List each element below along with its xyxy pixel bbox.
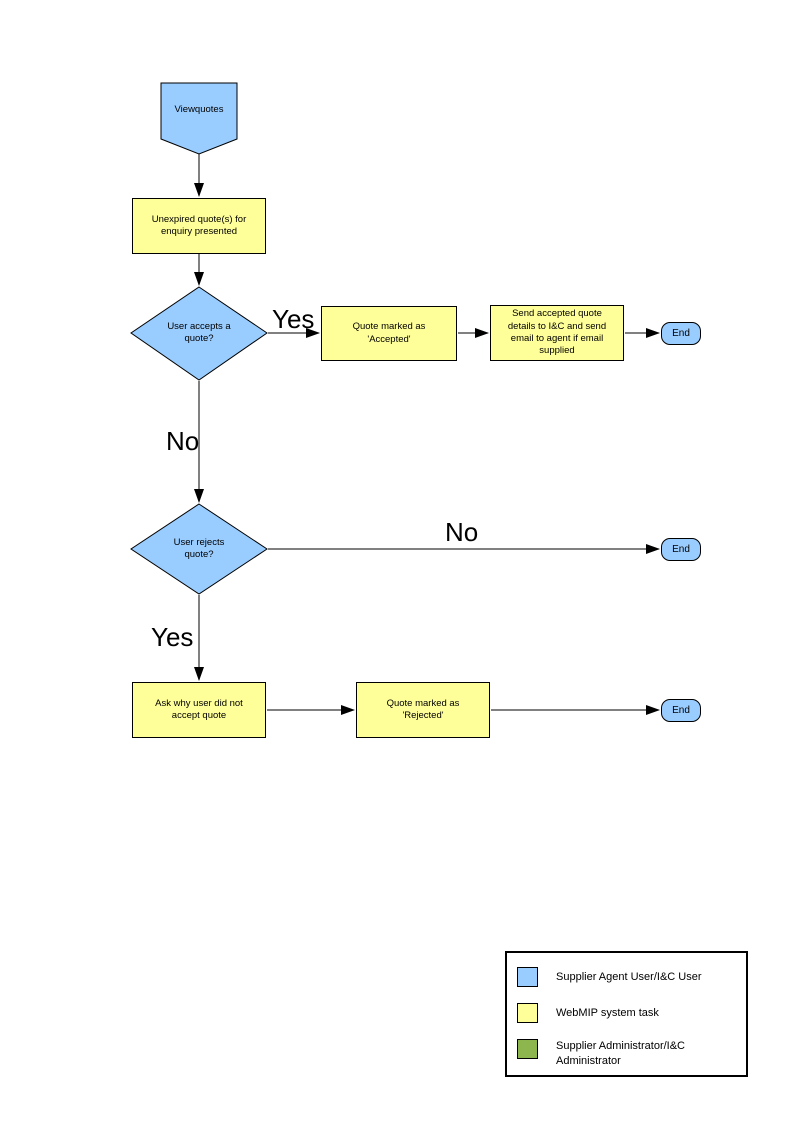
end-terminator-no-reject: End — [661, 538, 701, 561]
legend-box: Supplier Agent User/I&C User WebMIP syst… — [505, 951, 748, 1077]
legend-swatch-yellow — [517, 1003, 538, 1023]
legend-label: Supplier Administrator/I&C Administrator — [556, 1040, 685, 1067]
legend-label: Supplier Agent User/I&C User — [556, 970, 702, 983]
marked-accepted-task: Quote marked as 'Accepted' — [321, 306, 457, 361]
edge-label-reject-no: No — [445, 517, 479, 547]
marked-rejected-task: Quote marked as 'Rejected' — [356, 682, 490, 738]
legend-swatch-green — [517, 1039, 538, 1059]
edge-label-reject-yes: Yes — [151, 622, 194, 652]
legend-label: WebMIP system task — [556, 1006, 659, 1019]
legend-swatch-blue — [517, 967, 538, 987]
accept-decision-diamond-shape — [130, 286, 268, 381]
reject-decision-label: User rejects quote? — [173, 536, 225, 560]
legend-item-supplier-agent-user: Supplier Agent User/I&C User — [517, 967, 734, 987]
reject-decision-diamond-shape — [130, 503, 268, 595]
send-details-task: Send accepted quote details to I&C and s… — [490, 305, 624, 361]
edge-label-accept-no: No — [166, 426, 200, 456]
present-quotes-task: Unexpired quote(s) for enquiry presented — [132, 198, 266, 254]
legend-item-webmip-system-task: WebMIP system task — [517, 1003, 734, 1023]
ask-why-task: Ask why user did not accept quote — [132, 682, 266, 738]
start-node-label: Viewquotes — [174, 103, 224, 115]
accept-decision-label: User accepts a quote? — [167, 320, 231, 344]
end-terminator-reject: End — [661, 699, 701, 722]
start-pentagon-shape — [160, 82, 238, 155]
legend-item-supplier-administrator: Supplier Administrator/I&C Administrator — [517, 1039, 734, 1068]
end-terminator-accept: End — [661, 322, 701, 345]
edge-label-accept-yes: Yes — [272, 304, 315, 334]
